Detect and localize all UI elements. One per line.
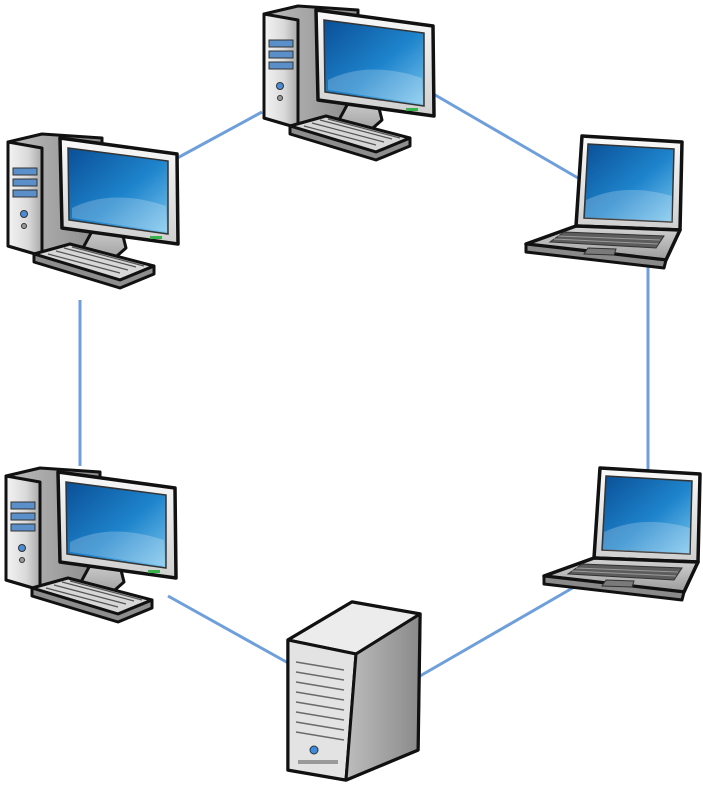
network-link	[169, 110, 263, 164]
desktop-computer-icon	[262, 4, 436, 162]
server-tower-icon	[286, 600, 422, 782]
network-link	[419, 584, 577, 678]
network-link	[167, 594, 291, 666]
desktop-computer-icon	[4, 466, 178, 624]
network-link	[429, 90, 579, 180]
laptop-icon	[542, 466, 702, 602]
network-links	[78, 90, 650, 678]
desktop-computer-icon	[6, 132, 180, 290]
laptop-icon	[524, 134, 684, 270]
